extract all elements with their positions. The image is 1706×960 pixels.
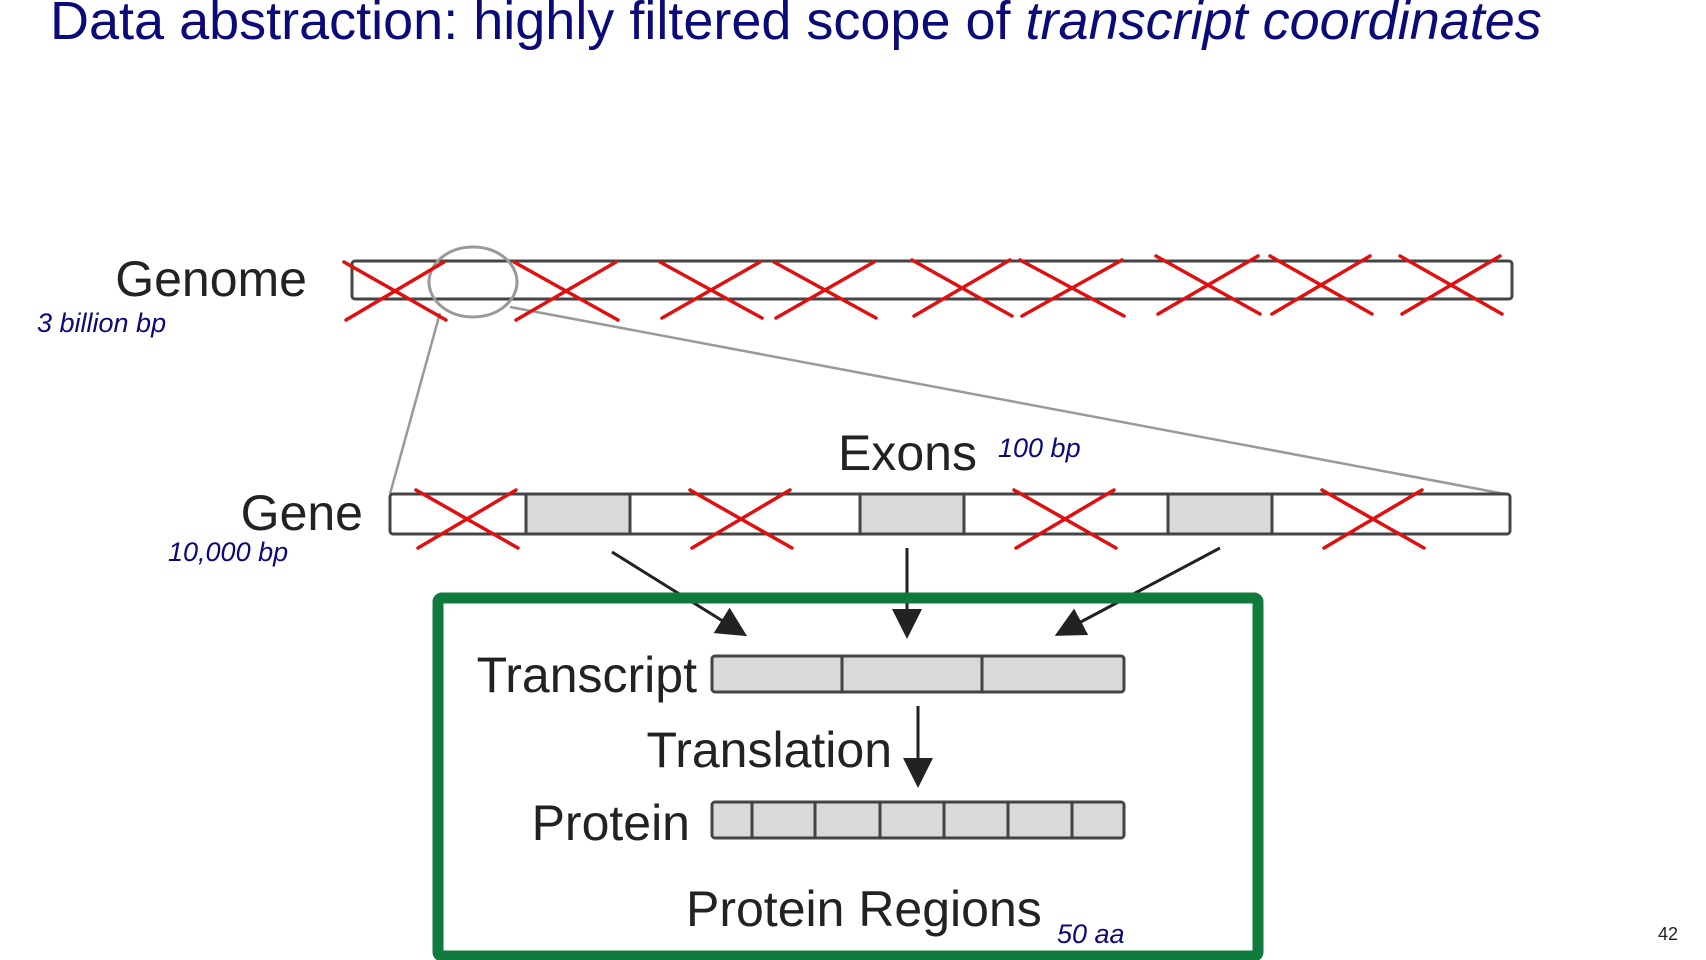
protein-label: Protein <box>532 795 690 851</box>
cross-out-mark <box>512 260 620 322</box>
exon-block <box>1166 492 1274 536</box>
transcript-bar <box>710 654 1126 694</box>
page-number: 42 <box>1657 924 1678 944</box>
cross-out-mark <box>342 260 448 322</box>
gene-label: Gene <box>241 485 363 541</box>
gene-size-note: 10,000 bp <box>168 537 288 567</box>
exons-label: Exons <box>838 425 977 481</box>
gene-cross-outs <box>414 488 1426 550</box>
genome-label: Genome <box>115 251 307 307</box>
cross-out-mark <box>910 258 1014 318</box>
genome-size-note: 3 billion bp <box>37 308 166 338</box>
zoom-line-right <box>509 305 1506 496</box>
cross-out-mark <box>772 260 878 320</box>
transcript-scope-highlight <box>432 592 1264 960</box>
transcript-label: Transcript <box>477 647 698 703</box>
exon-block <box>524 492 632 536</box>
protein-bar <box>710 800 1126 840</box>
cross-out-mark <box>1154 254 1262 316</box>
cross-out-mark <box>658 260 764 320</box>
exon-size-note: 100 bp <box>998 433 1081 463</box>
zoom-line-left <box>388 312 442 495</box>
exon-block <box>858 492 966 536</box>
protein-regions-label: Protein Regions <box>686 881 1042 937</box>
cross-out-mark <box>1268 254 1374 316</box>
cross-out-mark <box>1398 254 1504 316</box>
cross-out-mark <box>1018 258 1126 318</box>
exon-arrow <box>1054 546 1221 636</box>
cross-out-mark <box>1012 488 1118 550</box>
slide-title-italic: transcript coordinates <box>1025 0 1542 51</box>
cross-out-mark <box>1320 488 1426 550</box>
region-size-note: 50 aa <box>1057 919 1125 949</box>
slide-title: Data abstraction: highly filtered scope … <box>50 0 1610 56</box>
cross-out-mark <box>414 488 520 550</box>
genome-bar <box>350 259 1514 301</box>
slide-title-plain: Data abstraction: highly filtered scope … <box>50 0 1026 51</box>
translation-label: Translation <box>647 722 892 778</box>
genome-cross-outs <box>342 254 1504 322</box>
genome-zoom-ellipse <box>427 245 519 319</box>
cross-out-mark <box>688 488 794 550</box>
